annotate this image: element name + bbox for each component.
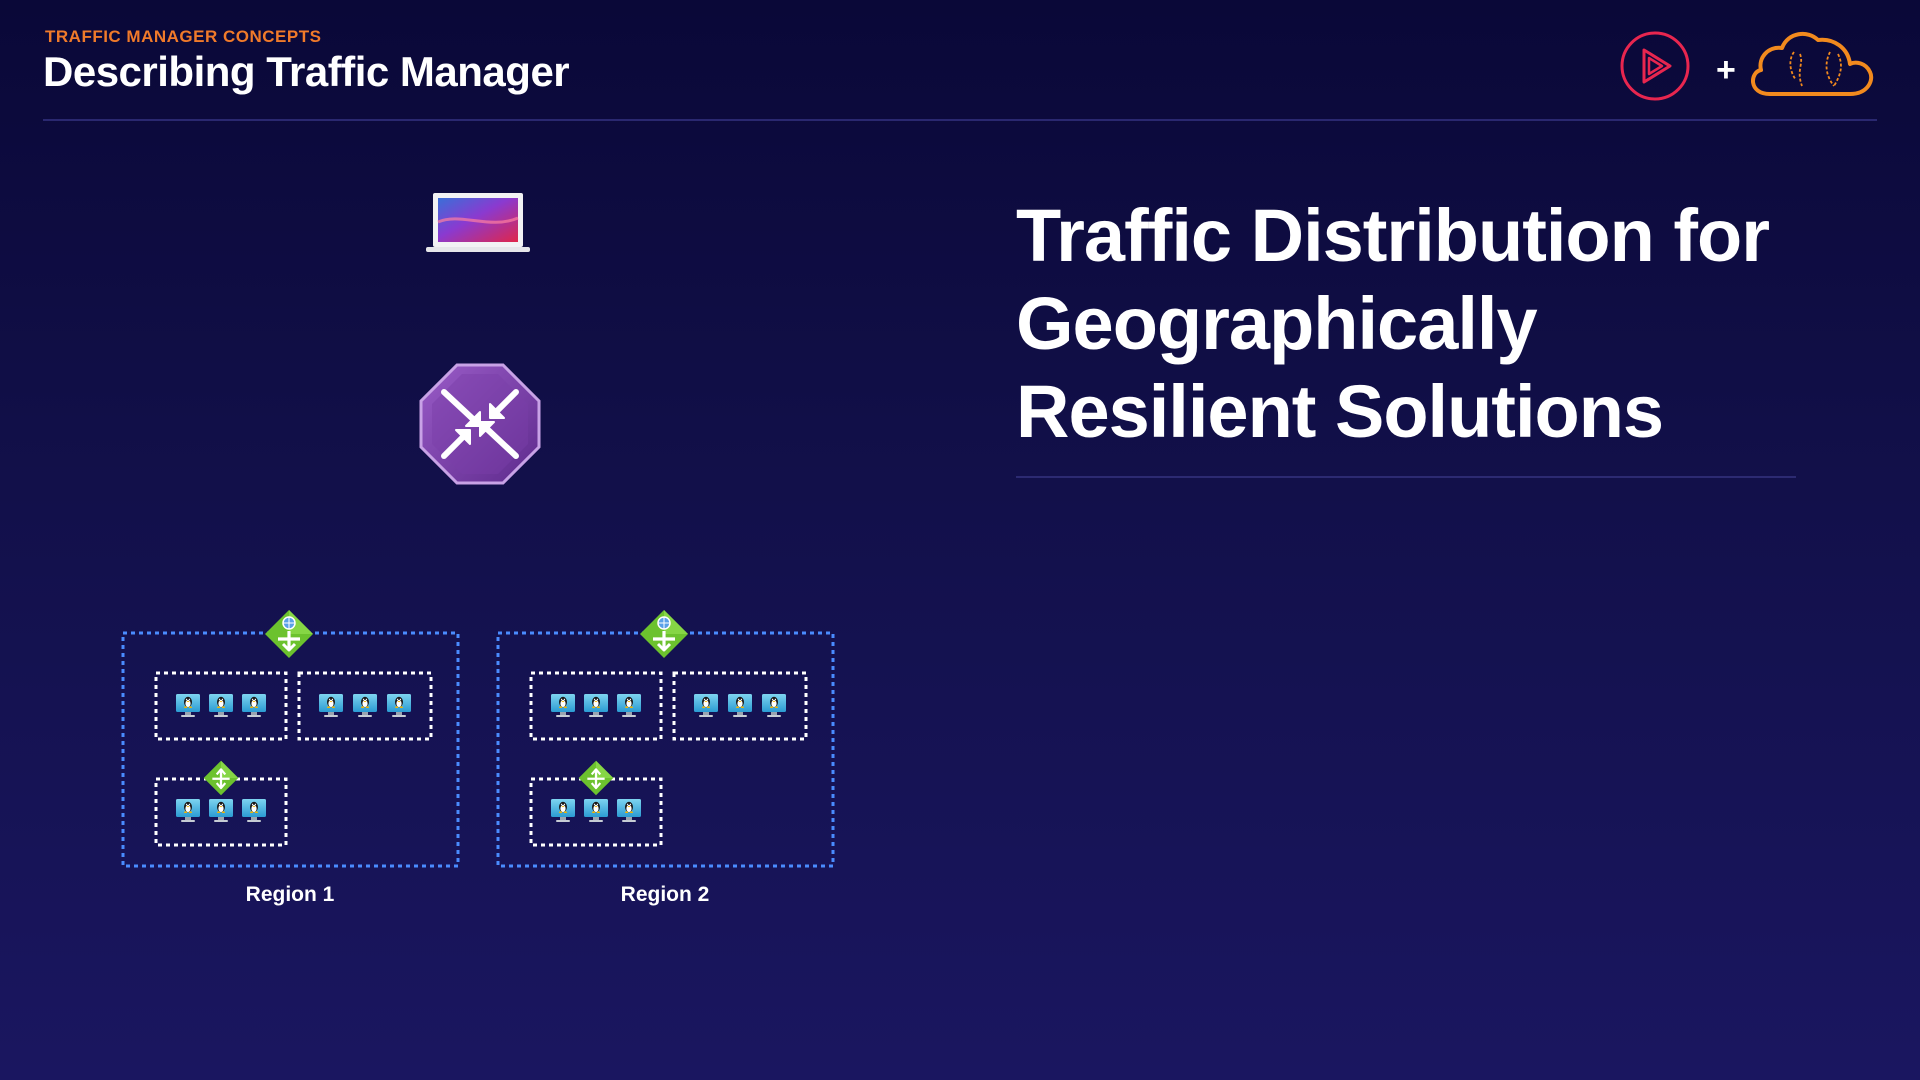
headline-divider	[1016, 476, 1796, 478]
cloud-logo-icon	[1751, 31, 1874, 96]
section-eyebrow: TRAFFIC MANAGER CONCEPTS	[45, 27, 322, 46]
headline-line-2: Geographically	[1016, 282, 1538, 365]
traffic-manager-icon	[419, 363, 541, 485]
region-2-boundary	[496, 631, 835, 868]
header-divider	[43, 119, 1877, 121]
linux-vm-icon	[728, 694, 752, 717]
slide-headline: Traffic Distribution for Geographically …	[1016, 192, 1876, 456]
brand-logos	[1620, 31, 1874, 101]
linux-vm-icon	[762, 694, 786, 717]
region-1-group	[121, 609, 460, 868]
vm-group-box	[672, 671, 808, 741]
region-2-group	[496, 609, 835, 868]
region-1-label: Region 1	[245, 883, 335, 906]
app-gateway-icon	[264, 609, 314, 659]
linux-vm-icon	[387, 694, 411, 717]
plus-sign: +	[1716, 51, 1736, 89]
linux-vm-icon	[209, 799, 233, 822]
linux-vm-icon	[176, 694, 200, 717]
headline-line-3: Resilient Solutions	[1016, 370, 1664, 453]
linux-vm-icon	[584, 799, 608, 822]
laptop-icon	[426, 193, 530, 252]
load-balancer-icon	[203, 760, 239, 796]
linux-vm-icon	[617, 799, 641, 822]
linux-vm-icon	[584, 694, 608, 717]
linux-vm-icon	[242, 694, 266, 717]
load-balancer-icon	[578, 760, 614, 796]
vm-group-box	[154, 777, 288, 847]
app-gateway-icon	[639, 609, 689, 659]
vm-group-box	[154, 671, 288, 741]
page-title: Describing Traffic Manager	[43, 48, 570, 95]
region-1-boundary	[121, 631, 460, 868]
linux-vm-icon	[319, 694, 343, 717]
linux-vm-icon	[176, 799, 200, 822]
linux-vm-icon	[617, 694, 641, 717]
linux-vm-icon	[551, 694, 575, 717]
linux-vm-icon	[242, 799, 266, 822]
vm-group-box	[297, 671, 433, 741]
vm-group-box	[529, 777, 663, 847]
linux-vm-icon	[551, 799, 575, 822]
linux-vm-icon	[353, 694, 377, 717]
vm-group-box	[529, 671, 663, 741]
play-logo-icon	[1620, 31, 1690, 101]
linux-vm-icon	[209, 694, 233, 717]
headline-line-1: Traffic Distribution for	[1016, 194, 1770, 277]
linux-vm-icon	[694, 694, 718, 717]
region-2-label: Region 2	[620, 883, 710, 906]
